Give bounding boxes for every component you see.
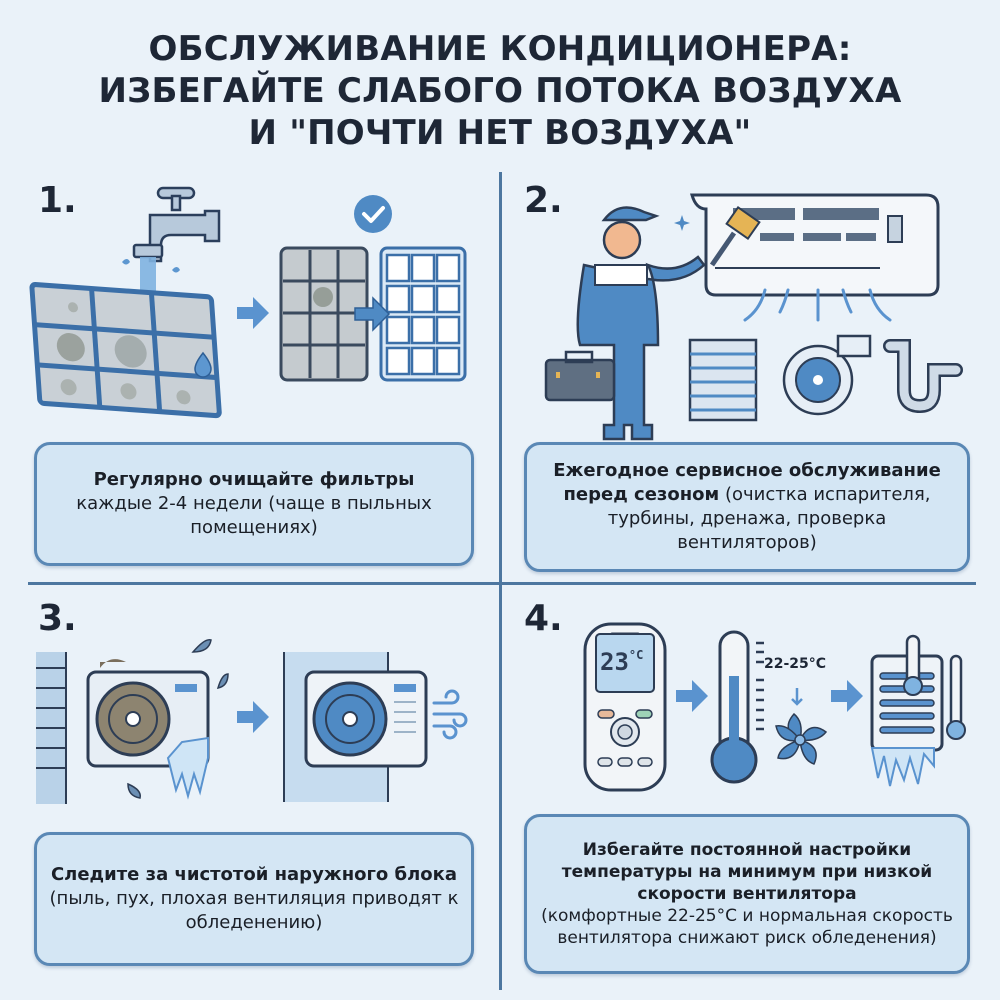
horizontal-divider	[28, 582, 976, 585]
clean-filter-icon	[354, 246, 467, 382]
remote-control-icon	[583, 622, 667, 792]
temp-range-label: 22-25°C	[764, 656, 827, 672]
title-line-1: ОБСЛУЖИВАНИЕ КОНДИЦИОНЕРА:	[148, 29, 852, 69]
section-number: 3.	[38, 598, 77, 639]
remote-unit: °C	[628, 648, 644, 662]
dirty-outdoor-unit-icon	[36, 652, 210, 804]
vertical-divider	[499, 172, 502, 990]
tip-1-bold: Регулярно очищайте фильтры	[93, 469, 415, 490]
tip-4-text: (комфортные 22-25°C и нормальная скорост…	[541, 906, 953, 948]
tip-box-1: Регулярно очищайте фильтры каждые 2-4 не…	[34, 442, 474, 566]
checkmark-icon	[354, 195, 392, 233]
tip-3-bold: Следите за чистотой наружного блока	[50, 864, 458, 885]
tip-1-text: каждые 2-4 недели (чаще в пыльных помеще…	[76, 493, 432, 538]
section-number: 1.	[38, 180, 77, 221]
title-line-3: И "ПОЧТИ НЕТ ВОЗДУХА"	[248, 113, 752, 153]
airflow-arrows-icon	[743, 288, 892, 322]
tip-box-4: Избегайте постоянной настройки температу…	[524, 814, 970, 974]
tip-2-text: (очистка испарителя, турбины, дренажа, п…	[607, 484, 931, 553]
frozen-coil-icon	[870, 634, 966, 787]
water-drop-icon	[194, 351, 212, 378]
tip-box-3: Следите за чистотой наружного блока (пыл…	[34, 832, 474, 966]
tip-box-2: Ежегодное сервисное обслуживание перед с…	[524, 442, 970, 572]
filter-dirty-panel-icon	[279, 246, 369, 382]
remote-temperature: 23	[600, 648, 629, 676]
dirty-filter-icon	[29, 282, 222, 419]
wind-icon	[432, 689, 468, 740]
evaporator-coil-icon	[688, 338, 758, 422]
tip-4-bold: Избегайте постоянной настройки температу…	[561, 840, 933, 904]
tip-3-text: (пыль, пух, плохая вентиляция приводят к…	[49, 888, 459, 933]
turbine-fan-icon	[782, 334, 872, 416]
fan-icon	[775, 688, 828, 765]
leaf-icon	[127, 639, 229, 799]
section-number: 2.	[524, 180, 563, 221]
section-number: 4.	[524, 598, 563, 639]
arrow-right-icon	[831, 680, 863, 712]
title-line-2: ИЗБЕГАЙТЕ СЛАБОГО ПОТОКА ВОЗДУХА	[98, 71, 902, 111]
brush-icon	[674, 205, 761, 267]
arrow-right-icon	[237, 701, 269, 733]
clean-outdoor-unit-icon	[283, 652, 428, 802]
arrow-right-icon	[237, 297, 269, 329]
tip-2-bold: Ежегодное сервисное обслуживание перед с…	[553, 460, 941, 505]
arrow-right-icon	[676, 680, 708, 712]
toolbox-icon	[544, 350, 616, 402]
page-title: ОБСЛУЖИВАНИЕ КОНДИЦИОНЕРА: ИЗБЕГАЙТЕ СЛА…	[0, 28, 1000, 154]
remote-display: 23°C	[600, 648, 643, 676]
thermometer-icon	[710, 630, 764, 784]
technician-icon	[576, 206, 706, 441]
drain-pipe-icon	[883, 339, 963, 414]
